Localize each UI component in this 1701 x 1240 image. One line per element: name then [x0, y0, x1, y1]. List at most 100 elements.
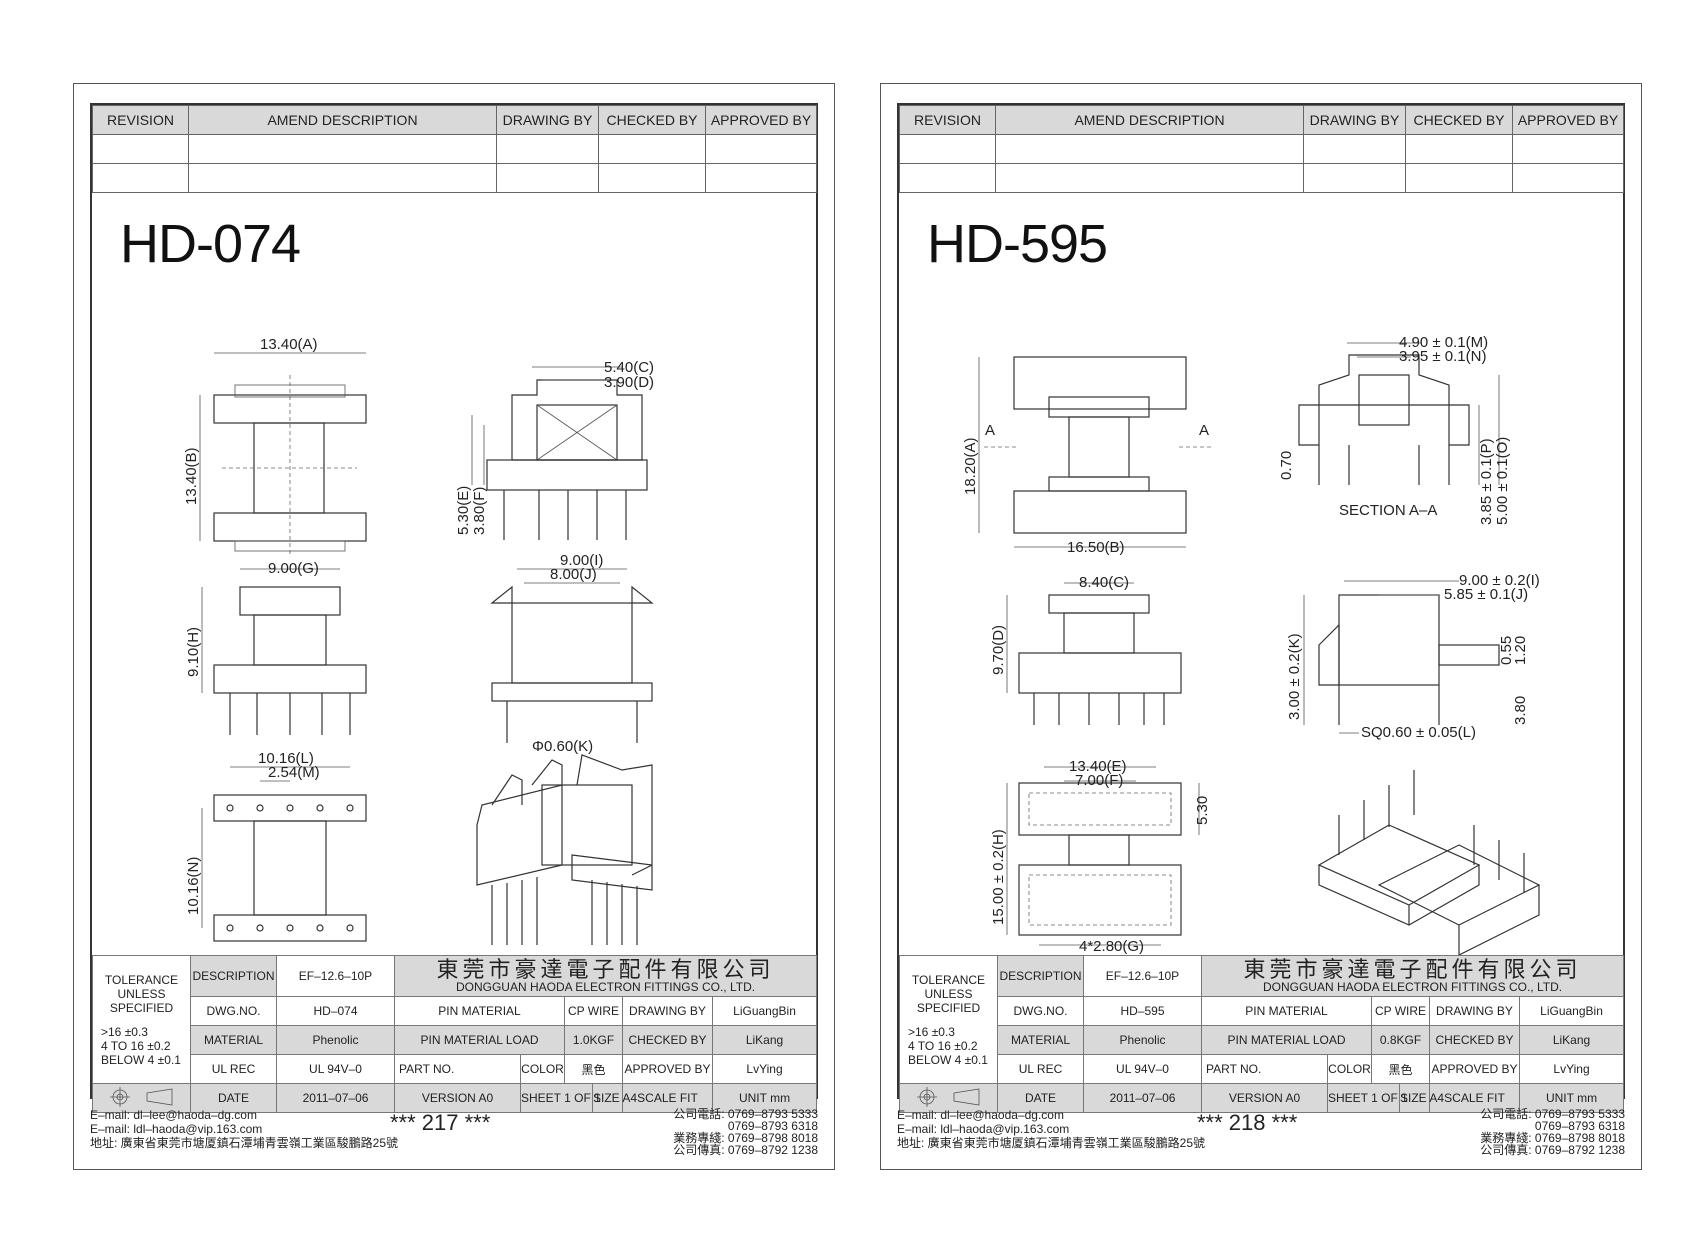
- rev-cell: [899, 163, 996, 193]
- company-name: 東莞市豪達電子配件有限公司 DONGGUAN HAODA ELECTRON FI…: [1200, 955, 1625, 997]
- description-label: DESCRIPTION: [997, 955, 1084, 997]
- pin-load-label: PIN MATERIAL LOAD: [1201, 1025, 1372, 1055]
- approved-by-label: APPROVED BY: [622, 1054, 713, 1084]
- ul-value: UL 94V–0: [1083, 1054, 1202, 1084]
- tolerance-label: SPECIFIED: [109, 1000, 174, 1015]
- color-value: 黑色: [564, 1054, 623, 1084]
- color-label: COLOR: [520, 1054, 565, 1084]
- sheet-footer: E–mail: dl–lee@haoda–dg.com E–mail: ldl–…: [90, 1108, 818, 1158]
- projection-symbol: [92, 1083, 191, 1113]
- tolerance-row: BELOW 4 ±0.1: [908, 1052, 988, 1067]
- front-view: 8.40(C) 9.70(D): [990, 574, 1182, 725]
- rev-cell: [496, 134, 599, 164]
- checked-by-label: CHECKED BY: [622, 1025, 713, 1055]
- date-label: DATE: [997, 1083, 1084, 1113]
- dim-530: 5.30: [1194, 796, 1211, 825]
- tolerance-block: TOLERANCE UNLESS SPECIFIED >16 ±0.3 4 TO…: [899, 955, 998, 1084]
- ul-label: UL REC: [190, 1054, 277, 1084]
- dim-l: SQ0.60 ± 0.05(L): [1361, 724, 1476, 741]
- side-view: 9.00 ± 0.2(I) 5.85 ± 0.1(J) 3.00 ± 0.2(K…: [1286, 572, 1540, 741]
- pin-material-value: CP WIRE: [564, 996, 623, 1026]
- rev-cell: [598, 134, 706, 164]
- tel-value: 0769–8798 8018: [727, 1131, 818, 1145]
- title-block: TOLERANCE UNLESS SPECIFIED >16 ±0.3 4 TO…: [92, 955, 818, 1113]
- drawing-by-header: DRAWING BY: [1303, 105, 1406, 135]
- rev-cell: [1405, 134, 1513, 164]
- dwg-no-label: DWG.NO.: [190, 996, 277, 1026]
- dim-i: 9.00(I): [560, 552, 603, 569]
- pin-load-value: 0.8KGF: [1371, 1025, 1430, 1055]
- tolerance-label: UNLESS: [924, 986, 973, 1001]
- material-label: MATERIAL: [190, 1025, 277, 1055]
- rev-cell: [92, 134, 189, 164]
- dim-c: 5.40(C): [604, 359, 654, 376]
- tolerance-row: BELOW 4 ±0.1: [101, 1052, 181, 1067]
- address: 地址: 廣東省東莞市塘厦鎮石潭埔青雲嶺工業區駿鵬路25號: [90, 1136, 399, 1150]
- date-label: DATE: [190, 1083, 277, 1113]
- rev-cell: [1512, 134, 1624, 164]
- rev-cell: [995, 134, 1304, 164]
- version-value: VERSION A0: [394, 1083, 521, 1113]
- title-block: TOLERANCE UNLESS SPECIFIED >16 ±0.3 4 TO…: [899, 955, 1625, 1113]
- section-label: SECTION A–A: [1339, 502, 1437, 519]
- drawing-by-label: DRAWING BY: [1429, 996, 1520, 1026]
- technical-drawing: 13.40(A) 13.40(B) 5.40(C) 3.90(D) 5.30(: [183, 336, 654, 945]
- sheet-footer: E–mail: dl–lee@haoda–dg.com E–mail: ldl–…: [897, 1108, 1625, 1158]
- dim-j: 8.00(J): [550, 566, 597, 583]
- description-value: EF–12.6–10P: [1083, 955, 1202, 997]
- dim-m: 4.90 ± 0.1(M): [1399, 334, 1488, 351]
- checked-by-value: LiKang: [1518, 1025, 1625, 1055]
- drawing-by-value: LiGuangBin: [711, 996, 818, 1026]
- front-view: 9.00(G) 9.10(H): [185, 560, 367, 735]
- dim-f: 3.80(F): [471, 487, 488, 535]
- approved-by-label: APPROVED BY: [1429, 1054, 1520, 1084]
- section-marker: A: [985, 422, 995, 439]
- revision-header: REVISION: [92, 105, 189, 135]
- pin-load-value: 1.0KGF: [564, 1025, 623, 1055]
- isometric-view: [1317, 770, 1541, 956]
- projection-symbol: [899, 1083, 998, 1113]
- material-value: Phenolic: [276, 1025, 395, 1055]
- top-view: A A 18.20(A) 16.50(B): [962, 356, 1211, 556]
- description-label: DESCRIPTION: [190, 955, 277, 997]
- contact-right: 公司電話: 0769–8793 5333 0769–8793 6318 業務專綫…: [673, 1108, 818, 1156]
- dim-h: 9.10(H): [185, 627, 202, 677]
- dim-g: 4*2.80(G): [1079, 938, 1144, 955]
- unit-value: UNIT mm: [711, 1083, 818, 1113]
- tolerance-label: TOLERANCE: [911, 972, 986, 987]
- tel-value: 0769–8793 5333: [1534, 1107, 1625, 1121]
- drawing-by-value: LiGuangBin: [1518, 996, 1625, 1026]
- company-cn: 東莞市豪達電子配件有限公司: [436, 957, 775, 982]
- tolerance-row: >16 ±0.3: [101, 1024, 148, 1039]
- fax-label: 公司傳真:: [673, 1143, 725, 1157]
- rev-cell: [496, 163, 599, 193]
- company-en: DONGGUAN HAODA ELECTRON FITTINGS CO., LT…: [455, 980, 756, 994]
- dim-f: 7.00(F): [1075, 772, 1123, 789]
- dim-p: 3.85 ± 0.1(P): [1478, 438, 1495, 525]
- drawing-sheet-1: REVISION AMEND DESCRIPTION DRAWING BY CH…: [73, 83, 835, 1170]
- tolerance-label: SPECIFIED: [916, 1000, 981, 1015]
- date-value: 2011–07–06: [276, 1083, 395, 1113]
- dim-h: 15.00 ± 0.2(H): [990, 829, 1007, 925]
- fax-value: 0769–8792 1238: [1534, 1143, 1625, 1157]
- contact-right: 公司電話: 0769–8793 5333 0769–8793 6318 業務專綫…: [1480, 1108, 1625, 1156]
- sheet-count: SHEET 1 OF 1: [520, 1083, 601, 1113]
- rev-cell: [188, 134, 497, 164]
- email-1: E–mail: dl–lee@haoda–dg.com: [90, 1108, 257, 1122]
- side-view: 9.00(I) 8.00(J) Φ0.60(K): [490, 552, 654, 755]
- dwg-no-value: HD–595: [1083, 996, 1202, 1026]
- dim-055: 0.55: [1498, 636, 1515, 665]
- tolerance-label: UNLESS: [117, 986, 166, 1001]
- tolerance-row: >16 ±0.3: [908, 1024, 955, 1039]
- bottom-view: 13.40(E) 7.00(F) 15.00 ± 0.2(H) 5.30 4*2…: [990, 758, 1211, 955]
- tel-label: 業務專綫:: [1480, 1131, 1532, 1145]
- rev-cell: [705, 163, 817, 193]
- rev-cell: [1512, 163, 1624, 193]
- page-number: *** 217 ***: [390, 1110, 491, 1135]
- tel-value: 0769–8793 5333: [727, 1107, 818, 1121]
- dim-j: 5.85 ± 0.1(J): [1444, 586, 1528, 603]
- sheet-frame: REVISION AMEND DESCRIPTION DRAWING BY CH…: [90, 103, 818, 1113]
- tolerance-row: 4 TO 16 ±0.2: [101, 1038, 171, 1053]
- sheet-frame: REVISION AMEND DESCRIPTION DRAWING BY CH…: [897, 103, 1625, 1113]
- model-number: HD-074: [120, 214, 301, 274]
